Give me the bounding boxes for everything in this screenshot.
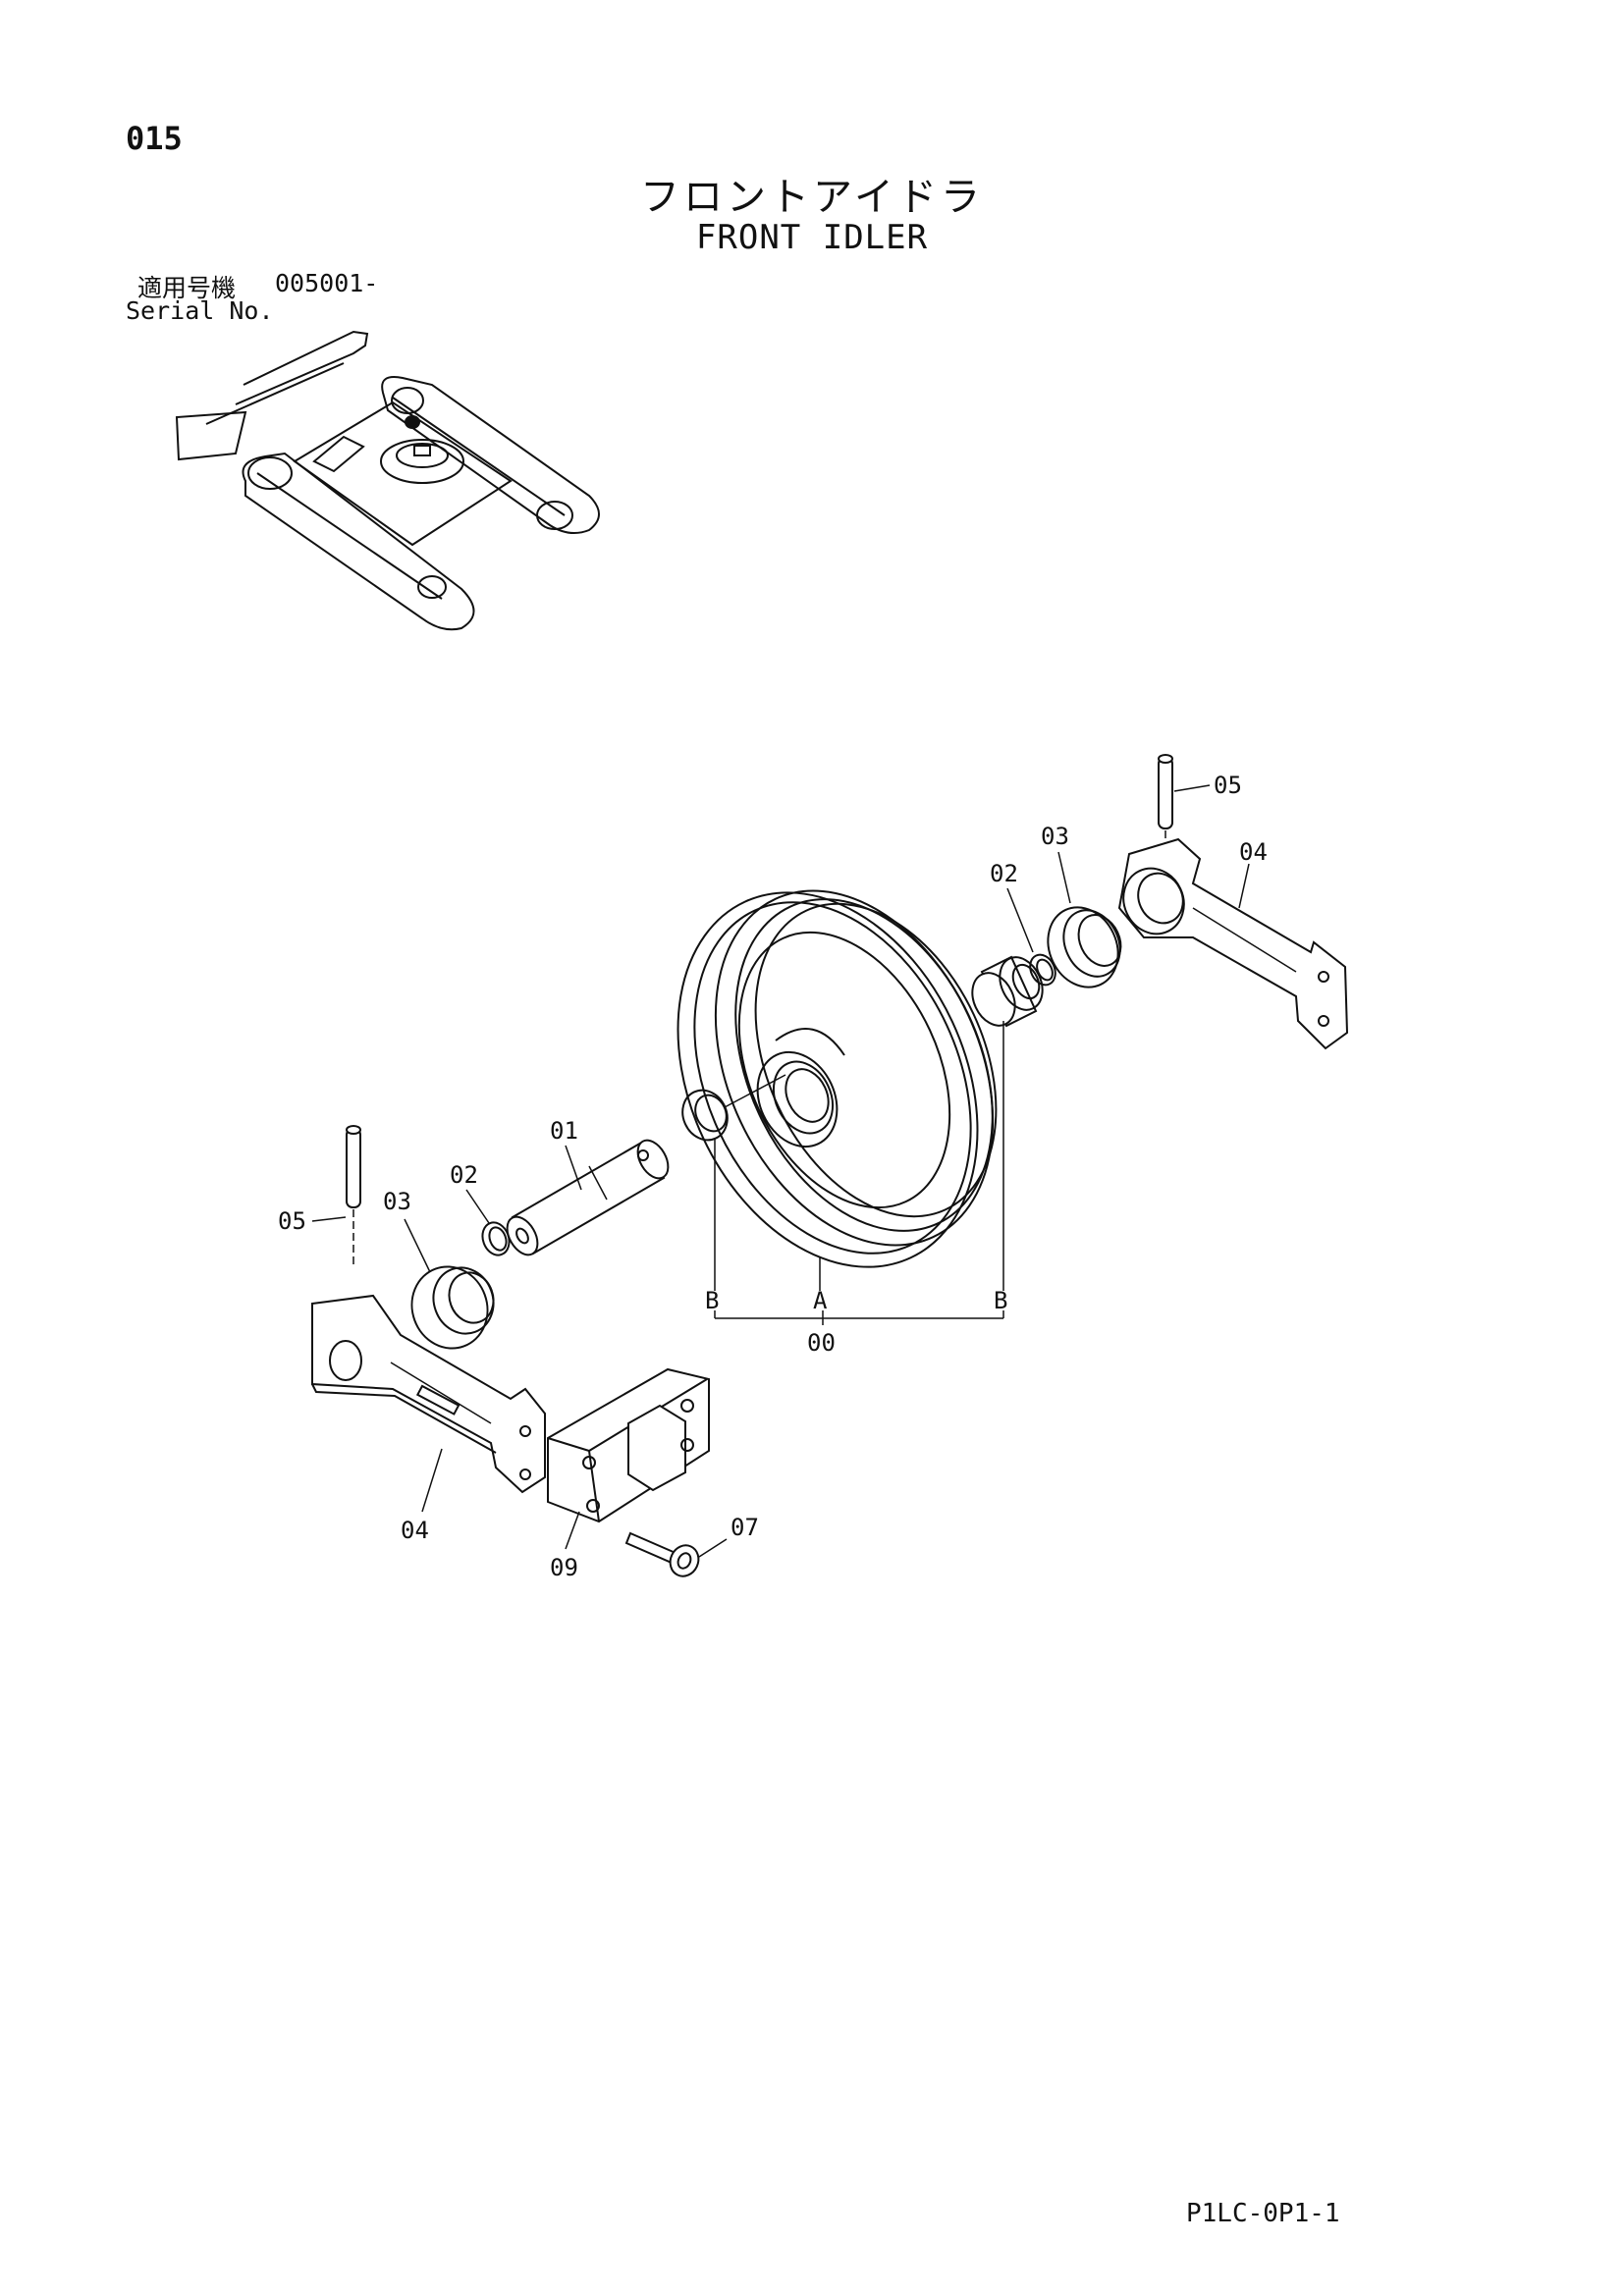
callout-block: 09 <box>550 1554 578 1581</box>
leader-seal-right <box>1057 851 1071 904</box>
leader-seal-left <box>404 1218 431 1273</box>
serial-label-japanese: 適用号機 <box>137 274 237 302</box>
undercarriage-location-thumbnail <box>175 330 600 631</box>
callout-assembly: 00 <box>807 1329 836 1357</box>
idler-shaft <box>506 1139 670 1256</box>
callout-bushing-b-left: B <box>705 1287 719 1314</box>
serial-label-english: Serial No. <box>126 296 274 325</box>
leader-oring-right <box>1006 887 1034 953</box>
callout-shaft: 01 <box>550 1117 578 1145</box>
callout-seal-left: 03 <box>383 1188 411 1215</box>
page-title-english: FRONT IDLER <box>695 218 929 257</box>
spring-pin-left <box>346 1125 361 1266</box>
callout-bracket-left: 04 <box>401 1517 429 1544</box>
leader-bracket-right <box>1238 863 1250 909</box>
leader-shaft <box>565 1145 582 1191</box>
leader-block <box>565 1511 580 1550</box>
callout-bracket-right: 04 <box>1239 838 1268 866</box>
callout-seal-right: 03 <box>1041 823 1069 850</box>
callout-oring-right: 02 <box>990 860 1018 887</box>
yoke-bracket-right <box>1117 837 1349 1050</box>
yoke-bracket-left <box>311 1294 546 1494</box>
document-code: P1LC-0P1-1 <box>1186 2199 1340 2228</box>
callout-oring-left: 02 <box>450 1161 478 1189</box>
callout-idler-a: A <box>813 1287 828 1314</box>
spring-pin-right <box>1158 754 1173 864</box>
floating-seal-left <box>410 1265 495 1350</box>
page-title-japanese: フロントアイドラ <box>640 175 984 220</box>
callout-bolt: 07 <box>731 1514 759 1541</box>
leader-pin-left <box>311 1216 347 1222</box>
serial-number-value: 005001- <box>275 269 379 297</box>
callout-bushing-b-right: B <box>994 1287 1007 1314</box>
bushing-right <box>971 955 1044 1028</box>
callout-pin-left: 05 <box>278 1207 306 1235</box>
leader-pin-right <box>1173 784 1211 792</box>
page-number: 015 <box>126 120 183 157</box>
mounting-block <box>547 1367 710 1523</box>
assembly-bracket <box>714 1021 1004 1325</box>
leader-bolt <box>698 1538 728 1558</box>
leader-bracket-left <box>421 1448 443 1513</box>
callout-pin-right: 05 <box>1214 772 1242 799</box>
flange-bolt <box>624 1531 700 1577</box>
leader-oring-left <box>465 1189 490 1224</box>
idler-wheel <box>677 889 998 1268</box>
floating-seal-right <box>1047 906 1122 988</box>
